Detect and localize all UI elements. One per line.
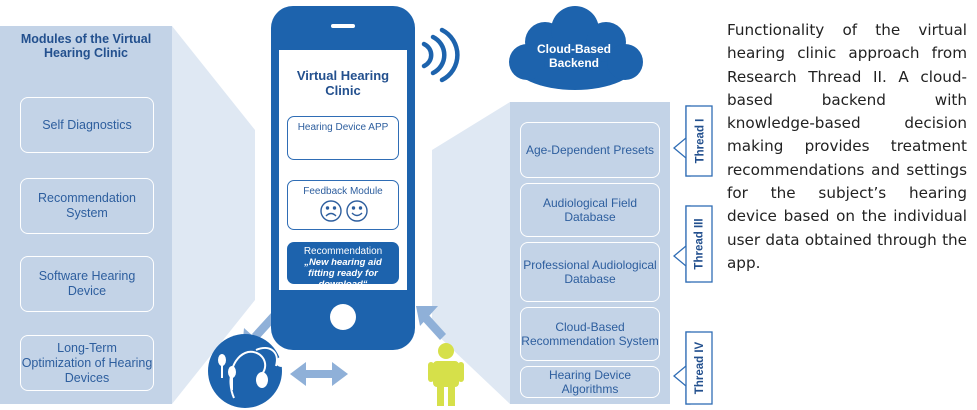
backend-professional-audiological-database: Professional Audiological Database xyxy=(520,242,660,302)
figure-caption: Functionality of the virtual hearing cli… xyxy=(727,21,967,272)
thread-iv-tag: Thread IV xyxy=(686,332,714,404)
thread-iii-label: Thread III xyxy=(694,218,706,270)
thread-iii-tag: Thread III xyxy=(686,206,714,282)
hearing-device-app-box: Hearing Device APP xyxy=(287,116,399,160)
module-software-hearing-device: Software Hearing Device xyxy=(20,256,154,312)
feedback-module-box: Feedback Module xyxy=(287,180,399,230)
thread-i-tag: Thread I xyxy=(686,106,714,176)
phone-screen: Virtual Hearing Clinic Hearing Device AP… xyxy=(279,50,407,290)
hearing-device-app-label: Hearing Device APP xyxy=(297,122,389,133)
happy-face-icon xyxy=(346,200,368,222)
module-self-diagnostics: Self Diagnostics xyxy=(20,97,154,153)
phone-speaker xyxy=(331,24,355,28)
right-funnel-shape xyxy=(432,102,510,404)
module-recommendation-system: Recommendation System xyxy=(20,178,154,234)
home-button xyxy=(330,304,356,330)
person-icon xyxy=(428,343,464,406)
modules-panel: Modules of the Virtual Hearing Clinic Se… xyxy=(0,26,172,404)
thread-brackets xyxy=(672,105,713,405)
cloud-shape xyxy=(509,6,643,90)
hearing-devices-icon xyxy=(208,334,286,408)
recommendation-label: Recommendation xyxy=(303,246,383,257)
module-long-term-optimization: Long-Term Optimization of Hearing Device… xyxy=(20,335,154,391)
feedback-faces xyxy=(320,200,368,222)
recommendation-message: „New hearing aid fitting ready for downl… xyxy=(304,257,382,290)
backend-title: Cloud-Based Backend xyxy=(536,42,611,70)
recommendation-box: Recommendation „New hearing aid fitting … xyxy=(287,242,399,290)
feedback-module-label: Feedback Module xyxy=(303,186,383,197)
backend-panel: Age-Dependent Presets Audiological Field… xyxy=(510,102,670,404)
arrow-person-to-phone xyxy=(416,306,446,340)
left-funnel-shape xyxy=(172,26,255,404)
app-title: Virtual Hearing Clinic xyxy=(296,68,390,98)
modules-panel-title: Modules of the Virtual Hearing Clinic xyxy=(20,32,152,60)
backend-cloud-recommendation-system: Cloud-Based Recommendation System xyxy=(520,307,660,361)
backend-audiological-field-database: Audiological Field Database xyxy=(520,183,660,237)
wireless-signal-icon xyxy=(421,27,460,83)
thread-iv-label: Thread IV xyxy=(694,341,706,395)
sad-face-icon xyxy=(320,200,342,222)
backend-age-dependent-presets: Age-Dependent Presets xyxy=(520,122,660,178)
smartphone: Virtual Hearing Clinic Hearing Device AP… xyxy=(271,6,415,350)
thread-i-label: Thread I xyxy=(694,118,707,164)
backend-hearing-device-algorithms: Hearing Device Algorithms xyxy=(520,366,660,398)
double-arrow xyxy=(290,362,348,386)
